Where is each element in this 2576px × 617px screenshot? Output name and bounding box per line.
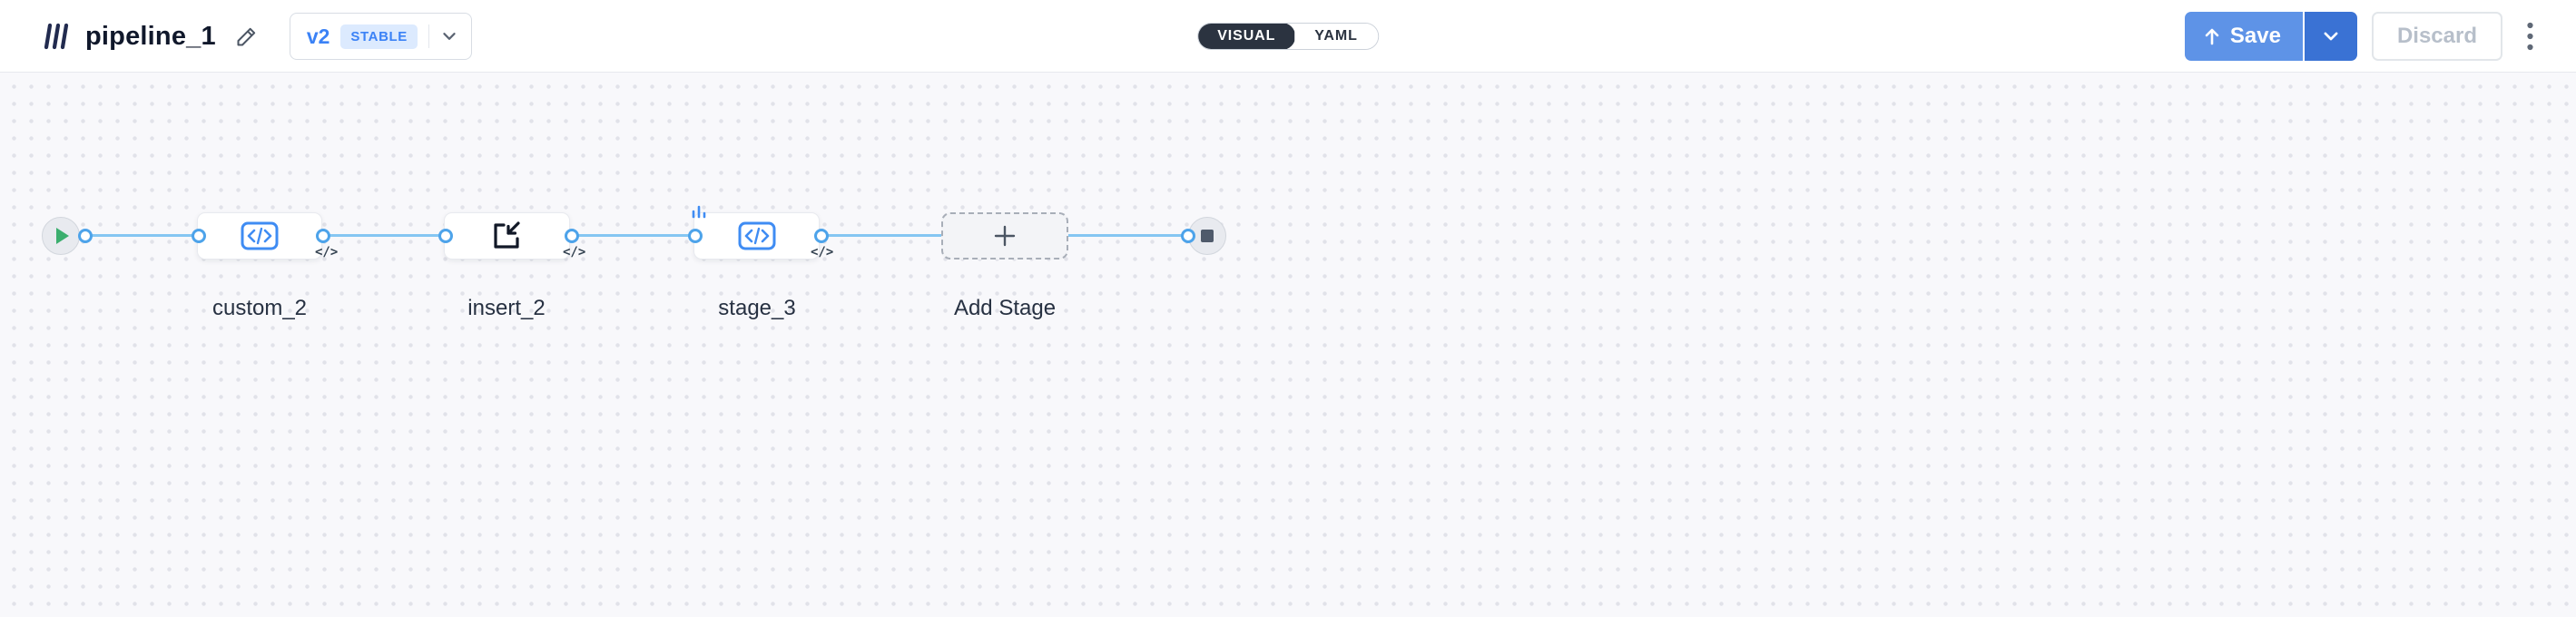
stage-label-add-stage: Add Stage [953,296,1057,320]
chevron-down-icon [2321,26,2341,46]
stage-input-indicator-icon [690,203,708,224]
edge-add-stage-to-end [1068,234,1207,237]
pencil-icon [234,24,259,49]
stage-code-badge: </> [563,245,586,260]
more-options-button[interactable] [2522,16,2538,56]
port-insert-2-input[interactable] [438,229,453,243]
port-custom-2-input[interactable] [192,229,206,243]
header-left: pipeline_1 v2 STABLE [42,0,472,73]
stage-label-stage-3: stage_3 [718,296,796,320]
arrow-up-icon [2203,26,2221,46]
edge-stage-3-to-add-stage [821,234,941,237]
port-end-input[interactable] [1181,229,1195,243]
save-button-label: Save [2229,24,2281,48]
function-code-icon [239,218,280,254]
tab-yaml[interactable]: YAML [1294,24,1378,49]
stop-icon [1201,230,1214,242]
stage-label-insert-2: insert_2 [467,296,546,320]
stage-node-insert-2[interactable] [444,212,570,260]
chevron-down-icon [440,27,458,45]
stage-code-badge: </> [811,245,834,260]
port-stage-3-input[interactable] [688,229,703,243]
edit-title-button[interactable] [231,21,262,53]
pipeline-output-node[interactable] [1188,217,1226,255]
port-insert-2-output[interactable] [565,229,579,243]
save-button[interactable]: Save [2184,12,2303,61]
save-split-button: Save [2184,12,2357,61]
port-start-output[interactable] [78,229,93,243]
kebab-menu-icon [2526,20,2534,53]
view-mode-toggle: VISUAL YAML [1197,23,1379,50]
discard-button[interactable]: Discard [2371,12,2502,61]
edge-insert-2-to-stage-3 [572,234,695,237]
play-icon [56,228,69,244]
page-title: pipeline_1 [85,21,216,51]
version-label: v2 [306,24,330,48]
divider [428,24,429,48]
tab-visual[interactable]: VISUAL [1198,24,1296,49]
app-logo-icon [42,22,71,51]
save-options-dropdown-button[interactable] [2304,12,2357,61]
header: pipeline_1 v2 STABLE [0,0,2576,73]
pipeline-input-node[interactable] [42,217,80,255]
add-stage-button[interactable] [941,212,1068,260]
version-selector[interactable]: v2 STABLE [289,13,472,60]
stage-code-badge: </> [315,245,339,260]
pipeline-canvas[interactable]: </> custom_2 </> insert_2 [0,73,2576,617]
port-stage-3-output[interactable] [814,229,829,243]
insert-icon [487,218,527,254]
stage-label-custom-2: custom_2 [211,296,308,320]
edge-custom-2-to-insert-2 [323,234,446,237]
plus-icon [992,223,1018,249]
edge-start-to-custom-2 [61,234,199,237]
stage-node-custom-2[interactable] [197,212,322,260]
function-code-icon [736,218,778,254]
version-status-badge: STABLE [340,24,418,49]
stage-node-stage-3[interactable] [693,212,820,260]
port-custom-2-output[interactable] [316,229,330,243]
header-actions: Save Discard [2184,0,2538,73]
